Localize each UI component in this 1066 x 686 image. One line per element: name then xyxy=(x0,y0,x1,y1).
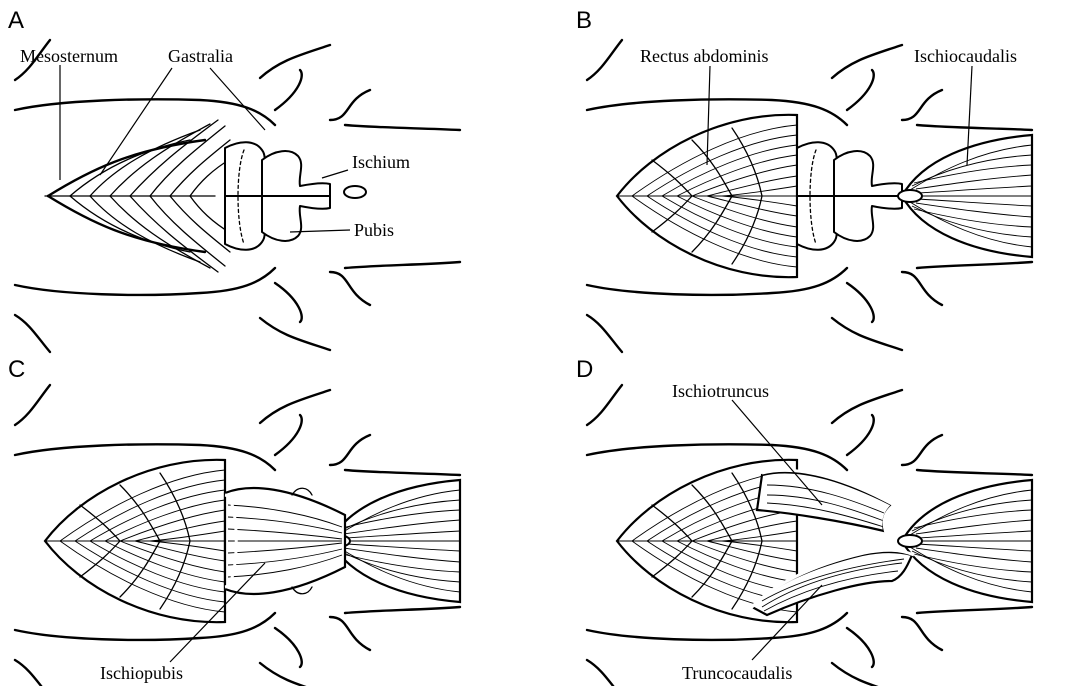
panel-letter-d: D xyxy=(576,356,593,383)
rectus-abdominis-drawing xyxy=(45,460,225,622)
label-ischiotruncus: Ischiotruncus xyxy=(672,381,769,401)
cloaca-opening xyxy=(344,186,366,198)
gastralia-drawing xyxy=(45,120,232,272)
panel-d: D Ischiotruncus Truncocaudalis xyxy=(576,356,1032,686)
label-truncocaudalis: Truncocaudalis xyxy=(682,663,792,683)
panel-c: C Ischiopubis xyxy=(8,356,460,686)
pelvis-drawing xyxy=(797,142,902,250)
ischiocaudalis-drawing xyxy=(898,135,1032,257)
label-mesosternum: Mesosternum xyxy=(20,46,118,66)
panel-letter-c: C xyxy=(8,356,25,383)
label-ischiocaudalis: Ischiocaudalis xyxy=(914,46,1017,66)
label-rectus-abdominis: Rectus abdominis xyxy=(640,46,769,66)
panel-letter-a: A xyxy=(8,7,24,34)
pelvis-drawing xyxy=(225,142,330,250)
panel-b: B Rectus abdominis Ischiocaudalis xyxy=(576,7,1032,352)
label-gastralia: Gastralia xyxy=(168,46,233,66)
label-ischiopubis: Ischiopubis xyxy=(100,663,183,683)
ischiopubis-drawing xyxy=(225,488,345,594)
ischium-leader xyxy=(322,170,348,178)
label-pubis: Pubis xyxy=(354,220,394,240)
ischiocaudalis-drawing xyxy=(898,480,1032,602)
panel-a: A Mesosternum Gastralia Ischium Pubis xyxy=(8,7,460,352)
rectus-abdominis-drawing xyxy=(617,115,797,277)
panel-letter-b: B xyxy=(576,7,592,34)
label-ischium: Ischium xyxy=(352,152,410,172)
